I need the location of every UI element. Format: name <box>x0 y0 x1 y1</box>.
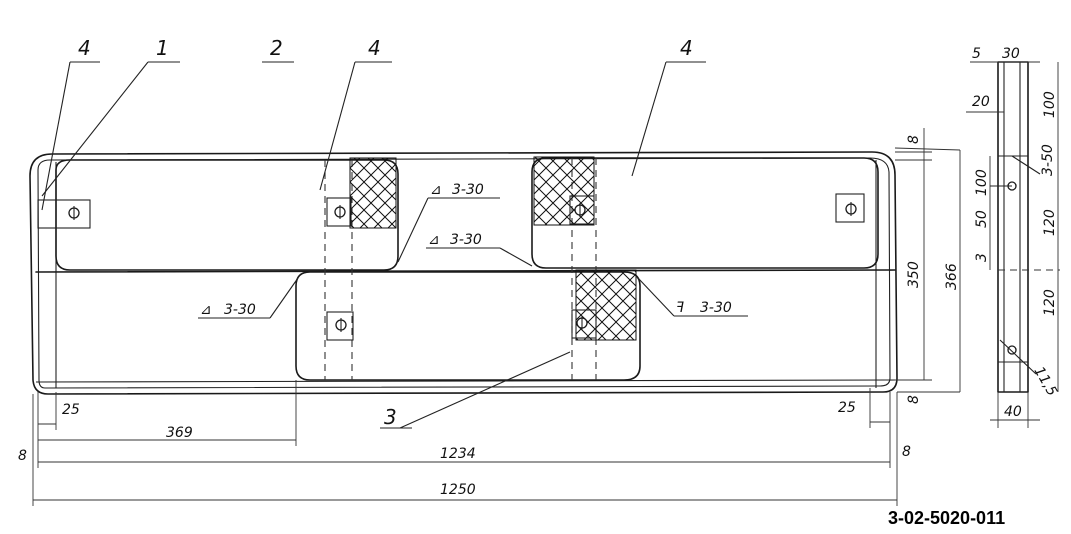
position-labels: 4 1 2 4 4 3 <box>41 36 706 429</box>
weld-symbols: ⊿ 3-30 ⊿ 3-30 ⊿ 3-30 ꟻ 3-30 <box>198 182 748 319</box>
side-dim-30: 30 <box>1002 46 1020 62</box>
mounting-plate-5 <box>326 311 354 341</box>
side-dim-100-top: 100 <box>1042 91 1058 118</box>
position-label-2: 2 <box>270 36 283 60</box>
dim-25-left: 25 <box>62 402 80 418</box>
hatched-area-1 <box>349 157 397 229</box>
svg-text:ꟻ: ꟻ <box>676 300 684 316</box>
dim-8-bottom: 8 <box>906 395 922 404</box>
dim-8-top: 8 <box>906 135 922 144</box>
mounting-plate-2 <box>326 197 352 227</box>
side-dim-50: 50 <box>974 210 990 228</box>
weld-1: 3-30 <box>452 182 484 198</box>
weld-4: 3-30 <box>700 300 732 316</box>
mounting-plate-1 <box>37 199 91 229</box>
svg-text:⊿: ⊿ <box>200 302 212 318</box>
front-dimensions: 25 369 1234 8 8 1250 25 8 350 366 8 <box>18 128 961 506</box>
dim-1250: 1250 <box>440 482 476 498</box>
front-view <box>29 151 898 395</box>
position-label-4b: 4 <box>368 36 381 60</box>
side-dim-5: 5 <box>972 46 981 62</box>
side-dim-120-b: 120 <box>1042 289 1058 316</box>
dim-369: 369 <box>166 425 193 441</box>
position-label-1: 1 <box>156 36 169 60</box>
dim-350: 350 <box>906 261 922 288</box>
side-dim-100: 100 <box>974 169 990 196</box>
side-dim-40: 40 <box>1004 404 1022 420</box>
side-dim-3: 3 <box>974 253 990 262</box>
side-weld-3-50: 3-50 <box>1040 144 1056 176</box>
weld-2: 3-30 <box>450 232 482 248</box>
side-dim-20: 20 <box>972 94 990 110</box>
mounting-plate-3 <box>569 195 595 225</box>
position-label-4a: 4 <box>78 36 91 60</box>
side-dim-hole: 11,5 <box>1031 364 1060 399</box>
position-label-4c: 4 <box>680 36 693 60</box>
drawing-code: 3-02-5020-011 <box>888 508 1005 528</box>
svg-text:⊿: ⊿ <box>428 232 440 248</box>
dim-8-right: 8 <box>902 444 911 460</box>
side-view: 5 30 20 100 3-50 120 120 100 50 3 11,5 4… <box>966 46 1060 428</box>
side-dim-120-a: 120 <box>1042 209 1058 236</box>
svg-text:⊿: ⊿ <box>430 182 442 198</box>
hatched-area-3 <box>575 269 637 341</box>
dim-366: 366 <box>944 263 960 290</box>
mounting-plate-4 <box>835 193 865 223</box>
position-label-3: 3 <box>384 405 397 429</box>
hatched-area-2 <box>533 156 595 226</box>
dim-8-left: 8 <box>18 448 27 464</box>
dim-1234: 1234 <box>440 446 476 462</box>
weld-3: 3-30 <box>224 302 256 318</box>
dim-25-right: 25 <box>838 400 856 416</box>
mounting-plate-6 <box>571 309 597 339</box>
